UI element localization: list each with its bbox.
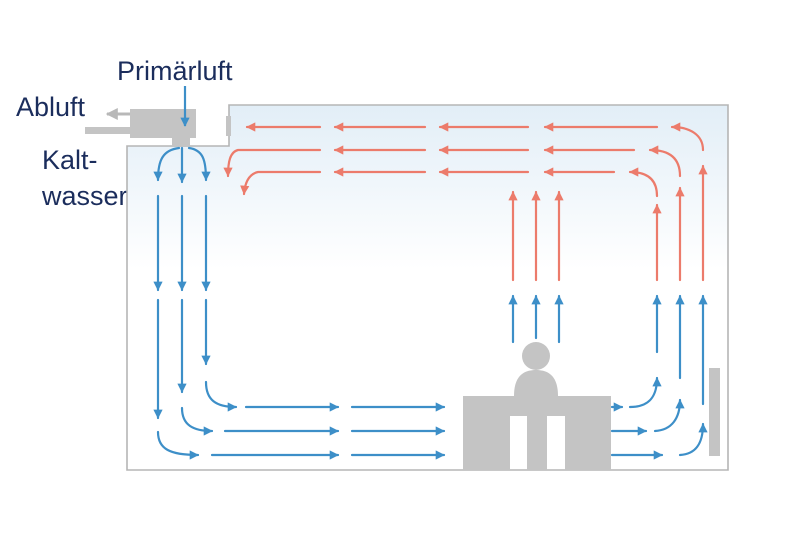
chilled-beam-unit-icon xyxy=(85,109,196,146)
cold-water-label-line2: wasser xyxy=(42,181,128,211)
cold-water-label-line1: Kalt- xyxy=(42,145,98,175)
primary-air-label: Primärluft xyxy=(117,56,233,86)
wall-radiator-icon xyxy=(709,368,720,456)
exhaust-air-label: Abluft xyxy=(16,92,86,122)
warm-air-stream xyxy=(223,122,708,282)
seated-person-icon xyxy=(514,342,558,396)
ceiling-diffuser xyxy=(226,116,231,136)
room-outline xyxy=(126,104,729,471)
desk-icon xyxy=(463,396,611,470)
cool-air-stream xyxy=(153,146,708,460)
